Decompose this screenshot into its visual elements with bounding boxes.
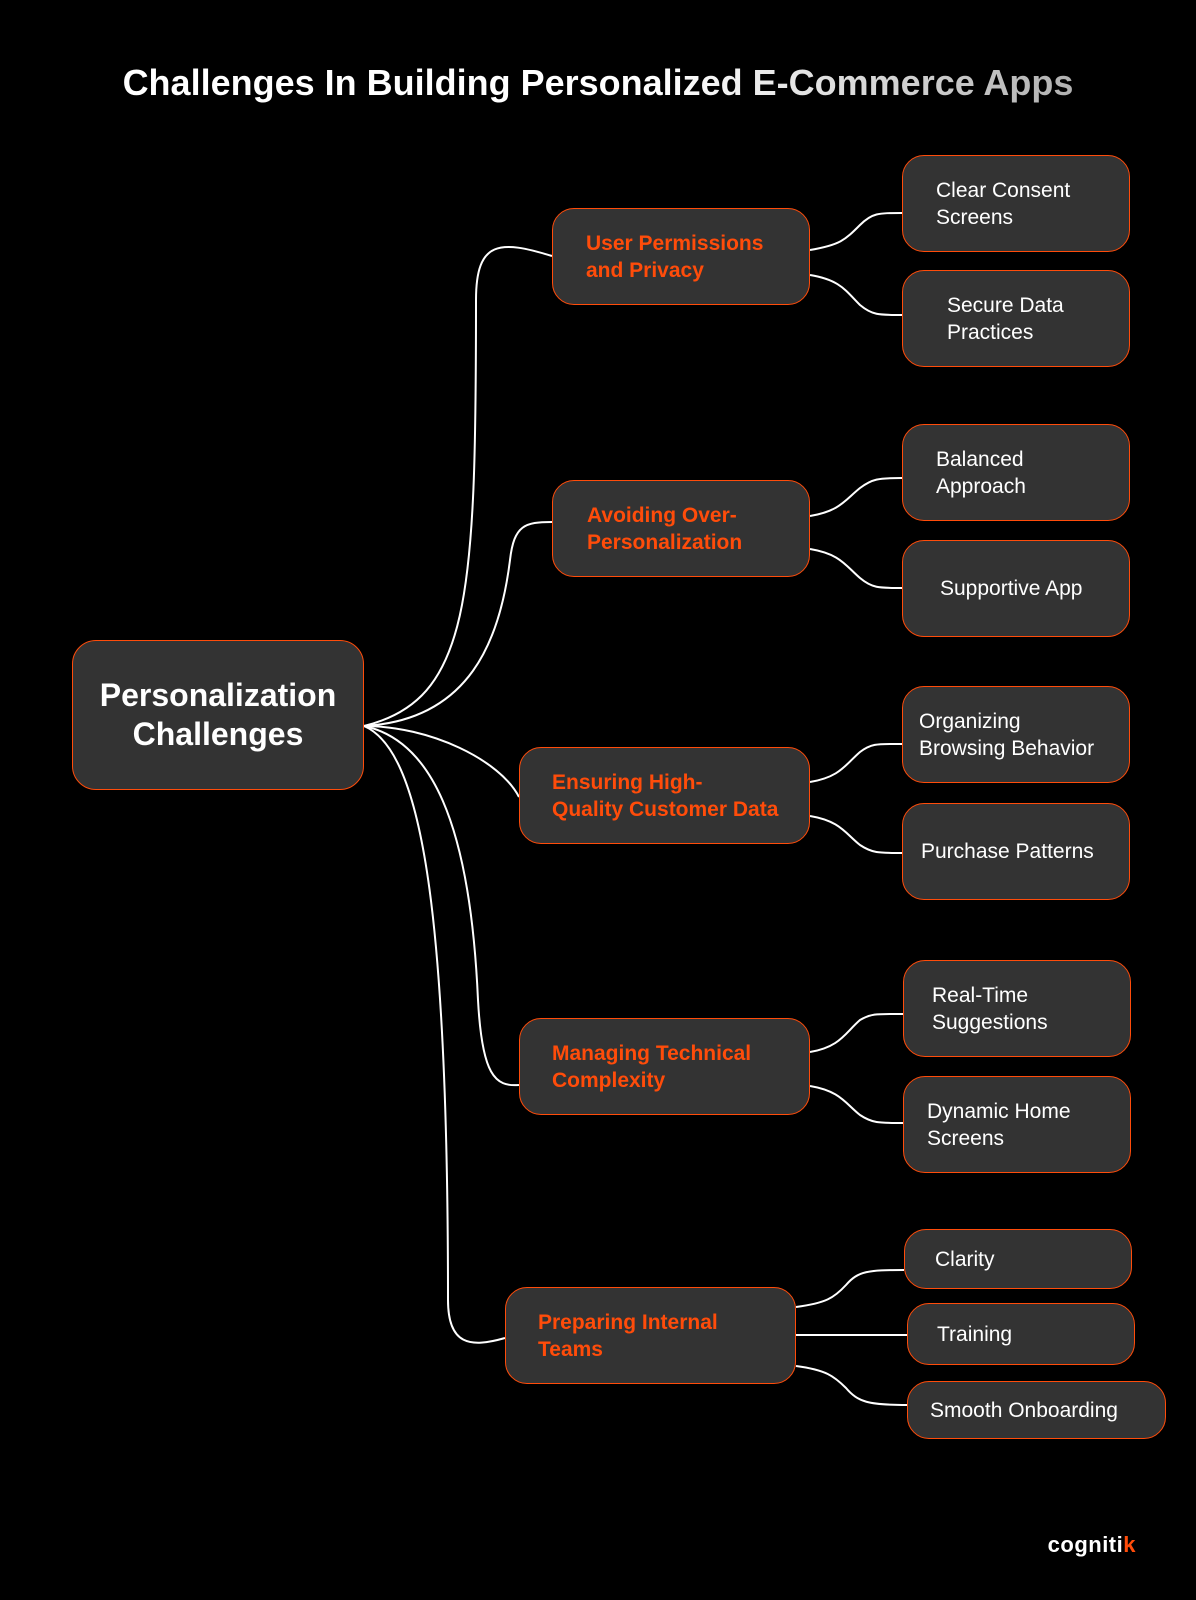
cognitik-logo: cognitik bbox=[1048, 1532, 1136, 1558]
branch-label-line-2: Quality Customer Data bbox=[552, 797, 779, 821]
connector-b4-c1 bbox=[809, 1012, 904, 1053]
leaf-label-line-1: Smooth Onboarding bbox=[930, 1398, 1118, 1422]
connector-b2-c1 bbox=[809, 477, 903, 517]
leaf-label-line-2: Approach bbox=[936, 474, 1026, 498]
leaf-label-line-1: Organizing bbox=[919, 709, 1021, 733]
branch-label-line-2: and Privacy bbox=[586, 258, 704, 282]
branch-managing-technical-complexity: Managing Technical Complexity bbox=[519, 1018, 810, 1115]
leaf-label-line-1: Dynamic Home bbox=[927, 1099, 1071, 1123]
connector-b2-c2 bbox=[809, 548, 903, 589]
branch-label-line-2: Personalization bbox=[587, 530, 743, 554]
logo-text: cogniti bbox=[1047, 1532, 1124, 1557]
leaf-secure-data: Secure Data Practices bbox=[902, 270, 1130, 367]
branch-user-permissions: User Permissions and Privacy bbox=[552, 208, 810, 305]
leaf-dynamic-home-screens: Dynamic Home Screens bbox=[903, 1076, 1131, 1173]
connector-b4-c2 bbox=[809, 1085, 904, 1124]
leaf-label-line-1: Clarity bbox=[935, 1247, 995, 1271]
branch-label-line-1: Avoiding Over- bbox=[587, 503, 737, 527]
branch-label-line-1: Preparing Internal bbox=[538, 1310, 718, 1334]
diagram-title: Challenges In Building Personalized E-Co… bbox=[0, 62, 1196, 104]
leaf-label-line-2: Practices bbox=[947, 320, 1034, 344]
connector-root-branch-3 bbox=[363, 725, 520, 798]
leaf-label-line-1: Training bbox=[937, 1322, 1013, 1346]
leaf-label-line-1: Clear Consent bbox=[936, 178, 1071, 202]
leaf-smooth-onboarding: Smooth Onboarding bbox=[907, 1381, 1166, 1439]
leaf-clarity: Clarity bbox=[904, 1229, 1132, 1289]
leaf-label-line-2: Suggestions bbox=[932, 1010, 1048, 1034]
root-node: Personalization Challenges bbox=[72, 640, 364, 790]
connector-b1-c1 bbox=[809, 212, 903, 251]
connector-b1-c2 bbox=[809, 274, 903, 316]
connector-root-branch-2 bbox=[363, 521, 553, 727]
branch-label-line-2: Teams bbox=[538, 1337, 603, 1361]
leaf-balanced-approach: Balanced Approach bbox=[902, 424, 1130, 521]
connector-root-branch-5 bbox=[363, 725, 506, 1344]
connector-b5-c3 bbox=[795, 1365, 908, 1406]
leaf-label-line-2: Browsing Behavior bbox=[919, 736, 1095, 760]
branch-avoiding-over-personalization: Avoiding Over- Personalization bbox=[552, 480, 810, 577]
leaf-label-line-1: Secure Data bbox=[947, 293, 1064, 317]
connector-root-branch-1 bbox=[363, 245, 553, 727]
branch-label-line-1: User Permissions bbox=[586, 231, 764, 255]
logo-accent: k bbox=[1123, 1532, 1136, 1557]
connector-root-branch-4 bbox=[363, 725, 520, 1087]
branch-preparing-internal-teams: Preparing Internal Teams bbox=[505, 1287, 796, 1384]
leaf-label-line-2: Screens bbox=[936, 205, 1014, 229]
leaf-organizing-browsing: Organizing Browsing Behavior bbox=[902, 686, 1130, 783]
leaf-label-line-2: Screens bbox=[927, 1126, 1005, 1150]
leaf-supportive-app: Supportive App bbox=[902, 540, 1130, 637]
connector-b3-c1 bbox=[809, 742, 903, 783]
leaf-purchase-patterns: Purchase Patterns bbox=[902, 803, 1130, 900]
leaf-clear-consent: Clear Consent Screens bbox=[902, 155, 1130, 252]
connector-b3-c2 bbox=[809, 815, 903, 854]
leaf-label-line-1: Supportive App bbox=[940, 577, 1083, 600]
leaf-label-line-1: Balanced bbox=[936, 447, 1024, 471]
leaf-real-time-suggestions: Real-Time Suggestions bbox=[903, 960, 1131, 1057]
branch-label-line-2: Complexity bbox=[552, 1068, 666, 1092]
leaf-label-line-1: Real-Time bbox=[932, 983, 1029, 1007]
connector-b5-c1 bbox=[795, 1269, 905, 1308]
branch-label-line-1: Ensuring High- bbox=[552, 770, 703, 794]
leaf-label-line-1: Purchase Patterns bbox=[921, 840, 1094, 863]
root-line-2: Challenges bbox=[132, 716, 304, 752]
leaf-training: Training bbox=[907, 1303, 1135, 1365]
branch-label-line-1: Managing Technical bbox=[552, 1041, 752, 1065]
root-line-1: Personalization bbox=[99, 677, 337, 713]
branch-ensuring-quality-data: Ensuring High- Quality Customer Data bbox=[519, 747, 810, 844]
